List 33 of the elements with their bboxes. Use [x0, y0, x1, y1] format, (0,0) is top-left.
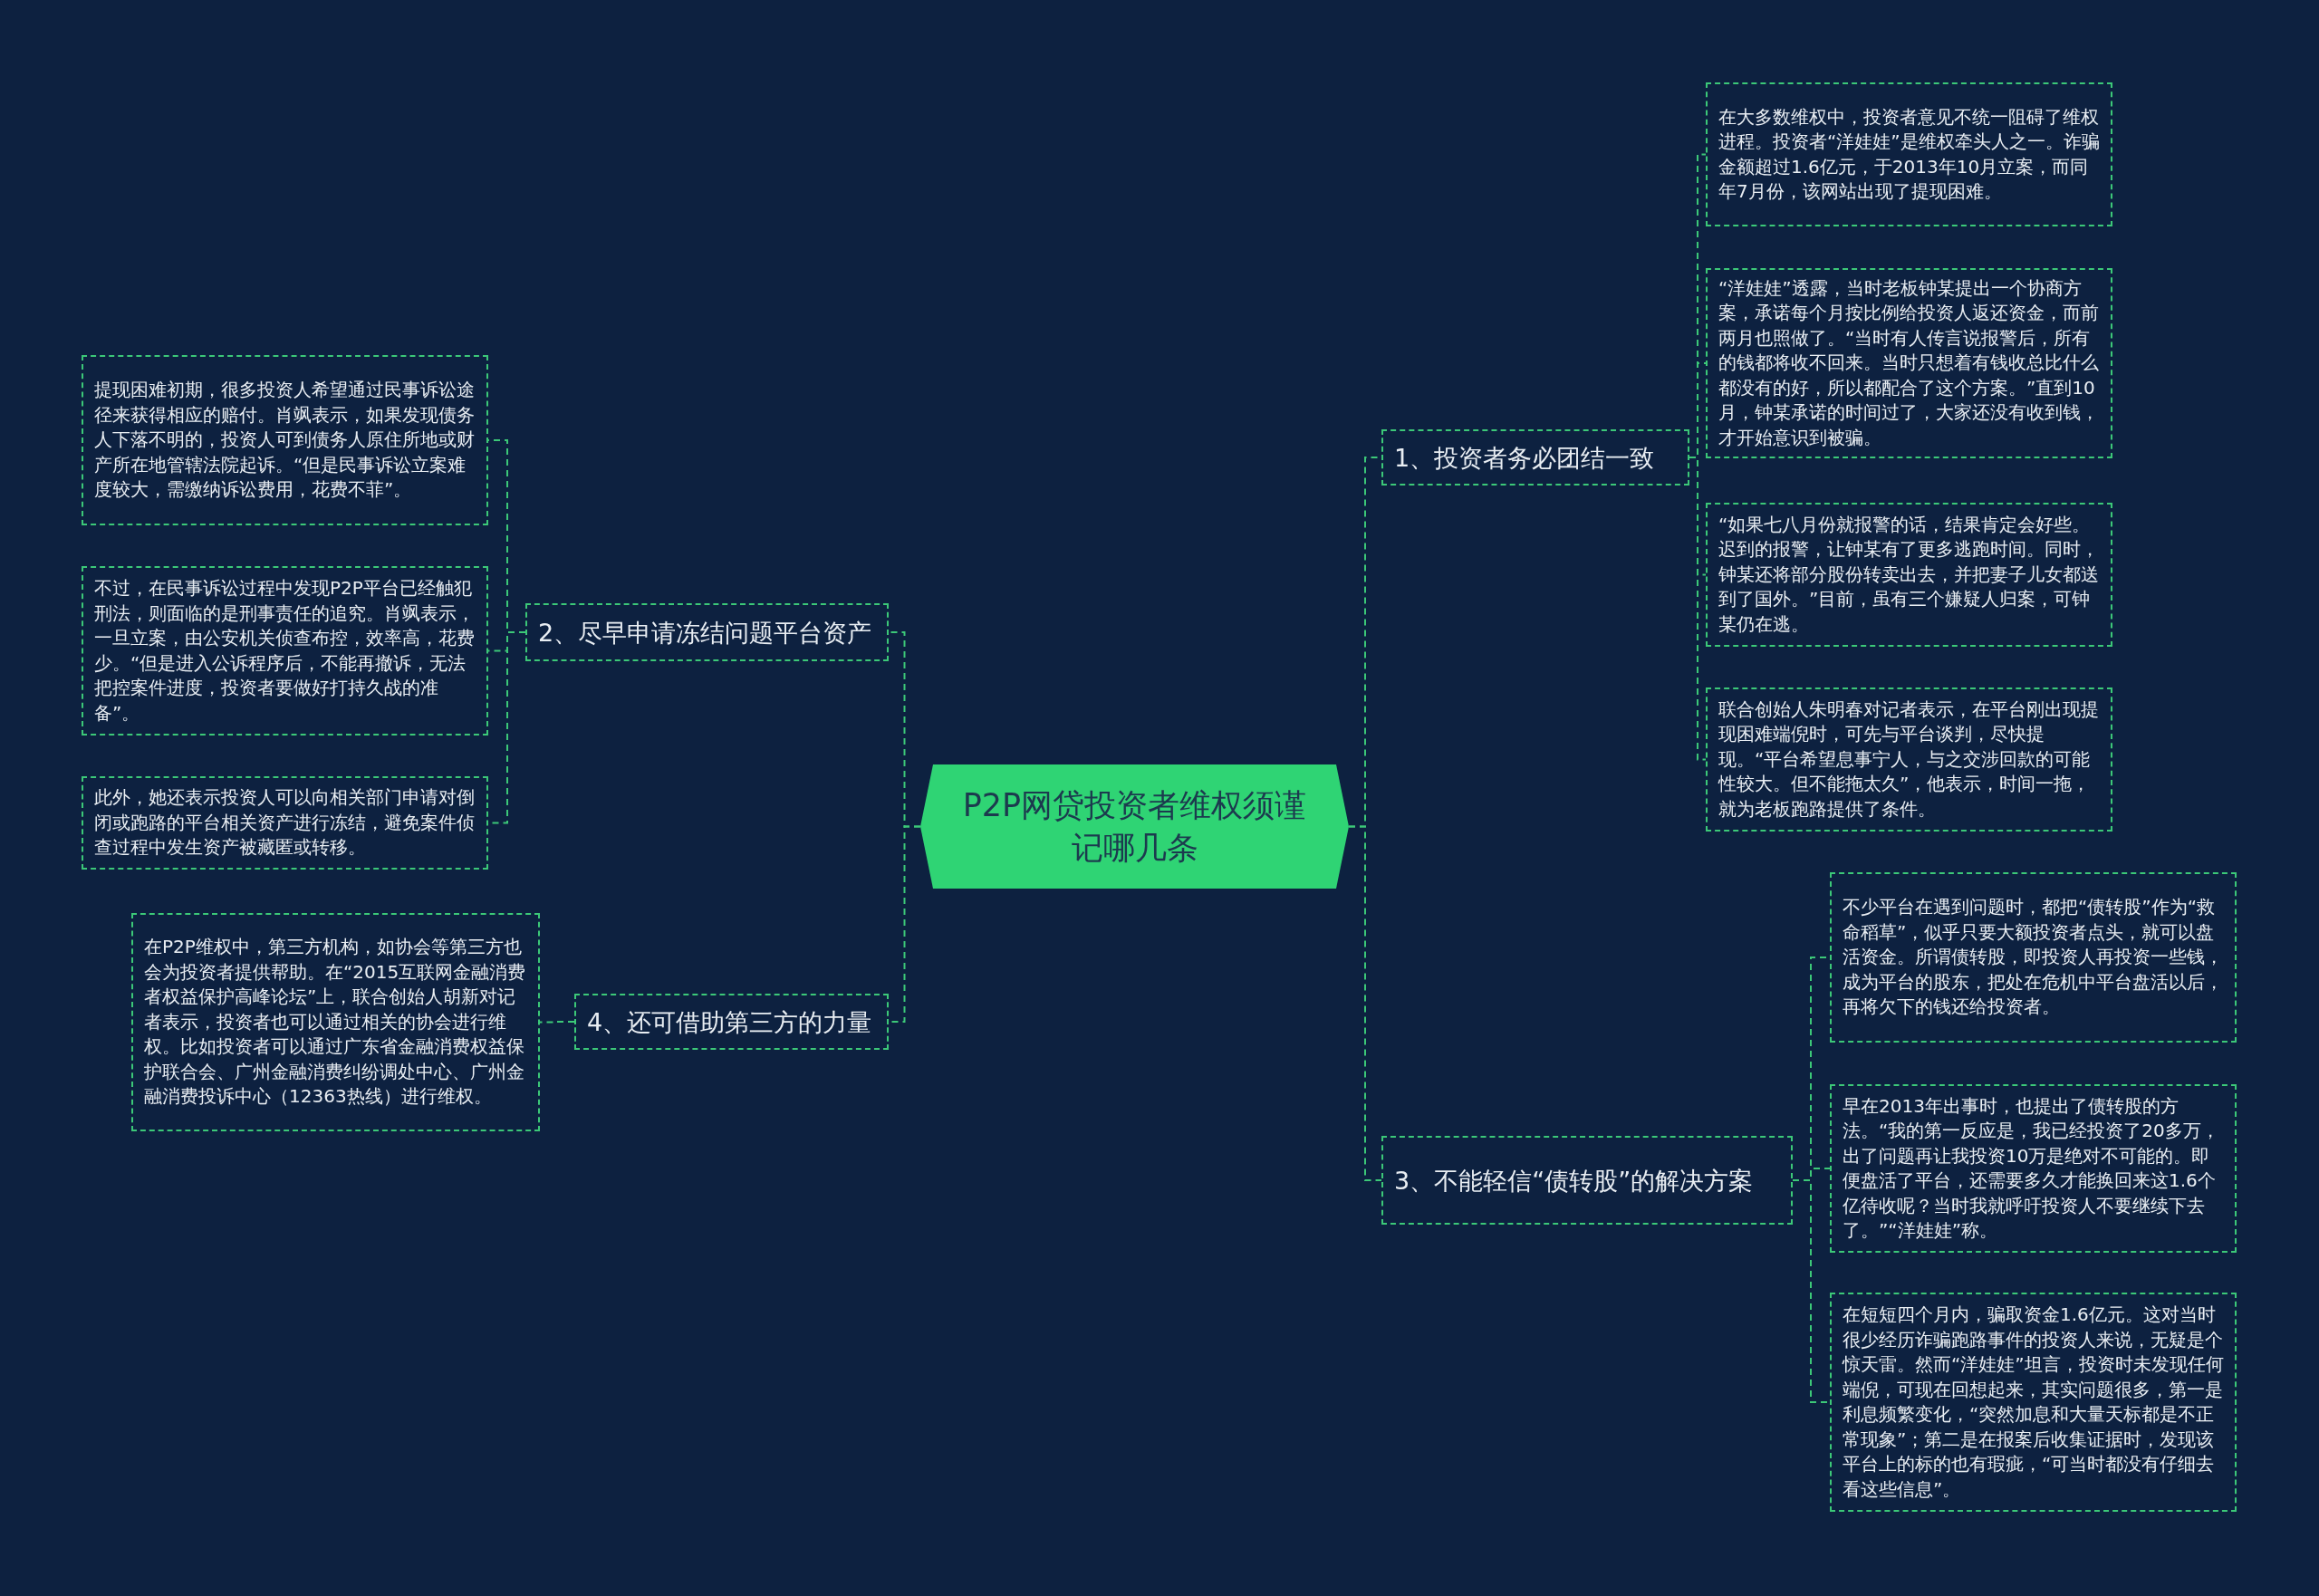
topic-box: [525, 603, 889, 661]
topic-box: [1381, 429, 1689, 486]
note-text: 联合创始人朱明春对记者表示，在平台刚出现提现困难端倪时，可先与平台谈判，尽快提现。“平台希望息事宁人，与之交涉回款的可能性较大。但不能拖太久”，他表示，时间一拖，就为老板跑路提供了条件。: [1718, 697, 2100, 822]
topic-box: [574, 994, 889, 1050]
central-topic-hexagon: [920, 764, 1349, 889]
note-box: [1706, 503, 2112, 647]
connector-line: [1689, 457, 1707, 761]
topic-box: [1381, 1136, 1793, 1225]
note-text: 不少平台在遇到问题时，都把“债转股”作为“救命稻草”，似乎只要大额投资者点头，就可以盘活资金。所谓债转股，即投资人再投资一些钱，成为平台的股东，把处在危机中平台盘活以后，再将欠下的钱还给投资者。: [1843, 895, 2224, 1020]
note-text: 提现困难初期，很多投资人希望通过民事诉讼途径来获得相应的赔付。肖飒表示，如果发现债务人下落不明的，投资人可到债务人原住所地或财产所在地管辖法院起诉。“但是民事诉讼立案难度较大，需缴纳诉讼费用，花费不菲”。: [94, 378, 476, 503]
connector-line: [539, 1021, 575, 1024]
connector-line: [1348, 825, 1382, 1181]
topic-text: 4、还可借助第三方的力量: [587, 1006, 872, 1038]
note-text: 在大多数维权中，投资者意见不统一阻碍了维权进程。投资者“洋娃娃”是维权牵头人之一。诈骗金额超过1.6亿元，于2013年10月立案，而同年7月份，该网站出现了提现困难。: [1718, 104, 2100, 204]
note-box: [1706, 687, 2112, 832]
topic-text: 2、尽早申请冻结问题平台资产: [538, 617, 872, 649]
note-box: [82, 776, 488, 870]
note-text: 不过，在民事诉讼过程中发现P2P平台已经触犯刑法，则面临的是刑事责任的追究。肖飒表示，一旦立案，由公安机关侦查布控，效率高，花费少。“但是进入公诉程序后，不能再撤诉，无法把控案件进度，投资者要做好打持久战的准备”。: [94, 576, 476, 726]
note-box: [82, 566, 488, 736]
note-box: [82, 355, 488, 525]
note-text: “如果七八月份就报警的话，结果肯定会好些。迟到的报警，让钟某有了更多逃跑时间。同时，钟某还将部分股份转卖出去，并把妻子儿女都送到了国外。”目前，虽有三个嫌疑人归案，可钟某仍在逃。: [1718, 512, 2100, 637]
title-text: P2P网贷投资者维权须谨记哪几条: [961, 785, 1308, 868]
note-text: 在短短四个月内，骗取资金1.6亿元。这对当时很少经历诈骗跑路事件的投资人来说，无疑是个惊天雷。然而“洋娃娃”坦言，投资时未发现任何端倪，可现在回想起来，其实问题很多，第一是利息频繁变化，“突然加息和大量天标都是不正常现象”；第二是在报案后收集证据时，发现该平台上的标的也有瑕疵，“可当时都没有仔细去看这些信息”。: [1843, 1303, 2224, 1502]
note-text: 此外，她还表示投资人可以向相关部门申请对倒闭或跑路的平台相关资产进行冻结，避免案件侦查过程中发生资产被藏匿或转移。: [94, 785, 476, 860]
topic-text: 3、不能轻信“债转股”的解决方案: [1394, 1165, 1754, 1197]
note-box: [1830, 872, 2237, 1043]
note-box: [1706, 82, 2112, 226]
topic-text: 1、投资者务必团结一致: [1394, 442, 1655, 474]
note-box: [131, 913, 540, 1131]
note-text: 早在2013年出事时，也提出了债转股的方法。“我的第一反应是，我已经投资了20多万，出了问题再让我投资10万是绝对不可能的。即便盘活了平台，还需要多久才能换回来这1.6个亿待收呢？当时我就呼吁投资人不要继续下去了。”“洋娃娃”称。: [1843, 1093, 2220, 1243]
note-box: [1830, 1084, 2237, 1253]
note-text: “洋娃娃”透露，当时老板钟某提出一个协商方案，承诺每个月按比例给投资人返还资金，而前两月也照做了。“当时有人传言说报警后，所有的钱都将收不回来。当时只想着有钱收总比什么都没有的好，所以都配合了这个方案。”直到10月，钟某承诺的时间过了，大家还没有收到钱，才开始意识到被骗。: [1718, 275, 2100, 450]
note-text: 在P2P维权中，第三方机构，如协会等第三方也会为投资者提供帮助。在“2015互联网金融消费者权益保护高峰论坛”上，联合创始人胡新对记者表示，投资者也可以通过相关的协会进行维权。比如投资者可以通过广东省金融消费权益保护联合会、广州金融消费纠纷调处中心、广州金融消费投诉中心（12363热线）进行维权。: [144, 935, 527, 1110]
